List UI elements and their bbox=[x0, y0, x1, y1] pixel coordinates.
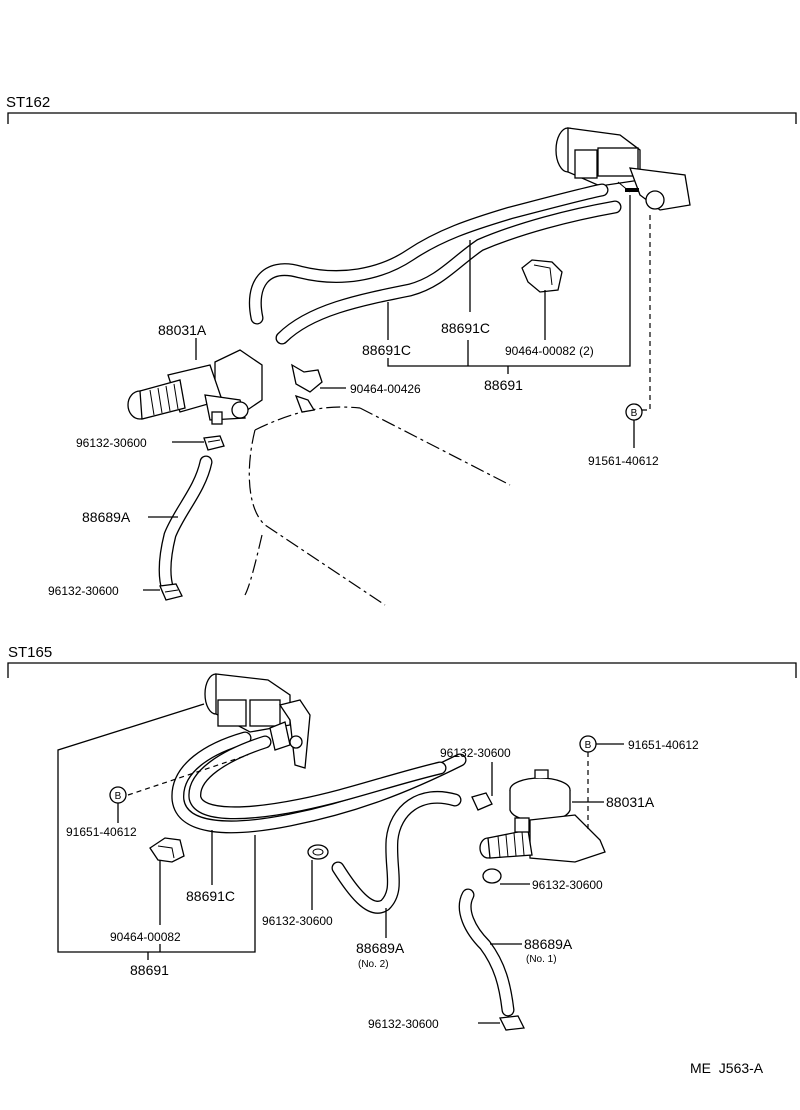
label-90464-00082: 90464-00082 (2) bbox=[505, 344, 594, 358]
label-no1: (No. 1) bbox=[526, 954, 557, 965]
leader-lines-st165 bbox=[57, 703, 624, 1024]
label-91651-40612-right: 91651-40612 bbox=[628, 738, 699, 752]
label-91651-40612-left: 91651-40612 bbox=[66, 825, 137, 839]
hose-88691c-st165 bbox=[171, 731, 467, 834]
label-88689a-no2: 88689A bbox=[356, 940, 405, 956]
callout-b-st162: B bbox=[625, 403, 643, 421]
valve-88031a-st162 bbox=[127, 349, 263, 425]
clamp-96132-lower-st162 bbox=[159, 583, 183, 601]
label-88691: 88691 bbox=[484, 377, 523, 393]
label-88031a: 88031A bbox=[158, 322, 207, 338]
label-96132-30600-upper: 96132-30600 bbox=[76, 436, 147, 450]
label-88691c-b: 88691C bbox=[362, 342, 411, 358]
callout-b-st165-left: B bbox=[109, 786, 127, 804]
hose-88689a-no1 bbox=[458, 888, 515, 1017]
leader-lines-st162 bbox=[143, 195, 651, 591]
section-label-st162: ST162 bbox=[6, 94, 50, 111]
label-96132-30600-left: 96132-30600 bbox=[262, 914, 333, 928]
label-no2: (No. 2) bbox=[358, 959, 389, 970]
clamp-96132-bottom-st165 bbox=[499, 1015, 525, 1031]
label-88031a-st165: 88031A bbox=[606, 794, 655, 810]
vsv-valve-st162 bbox=[555, 127, 691, 211]
label-96132-30600-lower: 96132-30600 bbox=[48, 584, 119, 598]
label-88691c-a: 88691C bbox=[441, 320, 490, 336]
vsv-valve-st165 bbox=[204, 673, 311, 769]
clip-90464-00426 bbox=[291, 363, 323, 413]
clamp-90464-00082-st162 bbox=[521, 259, 563, 293]
clamp-96132-upper-st162 bbox=[203, 435, 225, 451]
label-91561-40612: 91561-40612 bbox=[588, 454, 659, 468]
diagram-code: ME J563-A bbox=[690, 1060, 764, 1076]
clip-90464-00082-st165 bbox=[149, 837, 185, 863]
label-88689a: 88689A bbox=[82, 509, 131, 525]
label-96132-30600-bottom: 96132-30600 bbox=[368, 1017, 439, 1031]
label-96132-30600-top: 96132-30600 bbox=[440, 746, 511, 760]
callout-b-letter: B bbox=[585, 740, 592, 751]
label-90464-00082-st165: 90464-00082 bbox=[110, 930, 181, 944]
label-88691c-st165: 88691C bbox=[186, 888, 235, 904]
hose-88689a-no2 bbox=[331, 790, 462, 914]
label-88691-st165: 88691 bbox=[130, 962, 169, 978]
section-bracket-st165 bbox=[7, 662, 797, 678]
section-label-st165: ST165 bbox=[8, 644, 52, 661]
callout-b-letter: B bbox=[115, 791, 122, 802]
label-90464-00426: 90464-00426 bbox=[350, 382, 421, 396]
hose-88689a-st162 bbox=[158, 455, 213, 597]
section-bracket-st162 bbox=[7, 112, 797, 124]
callout-b-letter: B bbox=[631, 408, 638, 419]
clamp-96132-mid-st165 bbox=[482, 868, 502, 884]
valve-88031a-st165 bbox=[479, 769, 606, 863]
fuel-tank-outline bbox=[244, 406, 511, 606]
label-88689a-no1: 88689A bbox=[524, 936, 573, 952]
clamp-96132-top-st165 bbox=[471, 792, 493, 811]
label-96132-30600-mid: 96132-30600 bbox=[532, 878, 603, 892]
hose-88691c-st162 bbox=[248, 183, 622, 345]
clamp-96132-left-st165 bbox=[307, 844, 329, 860]
callout-b-st165-right: B bbox=[579, 735, 597, 753]
